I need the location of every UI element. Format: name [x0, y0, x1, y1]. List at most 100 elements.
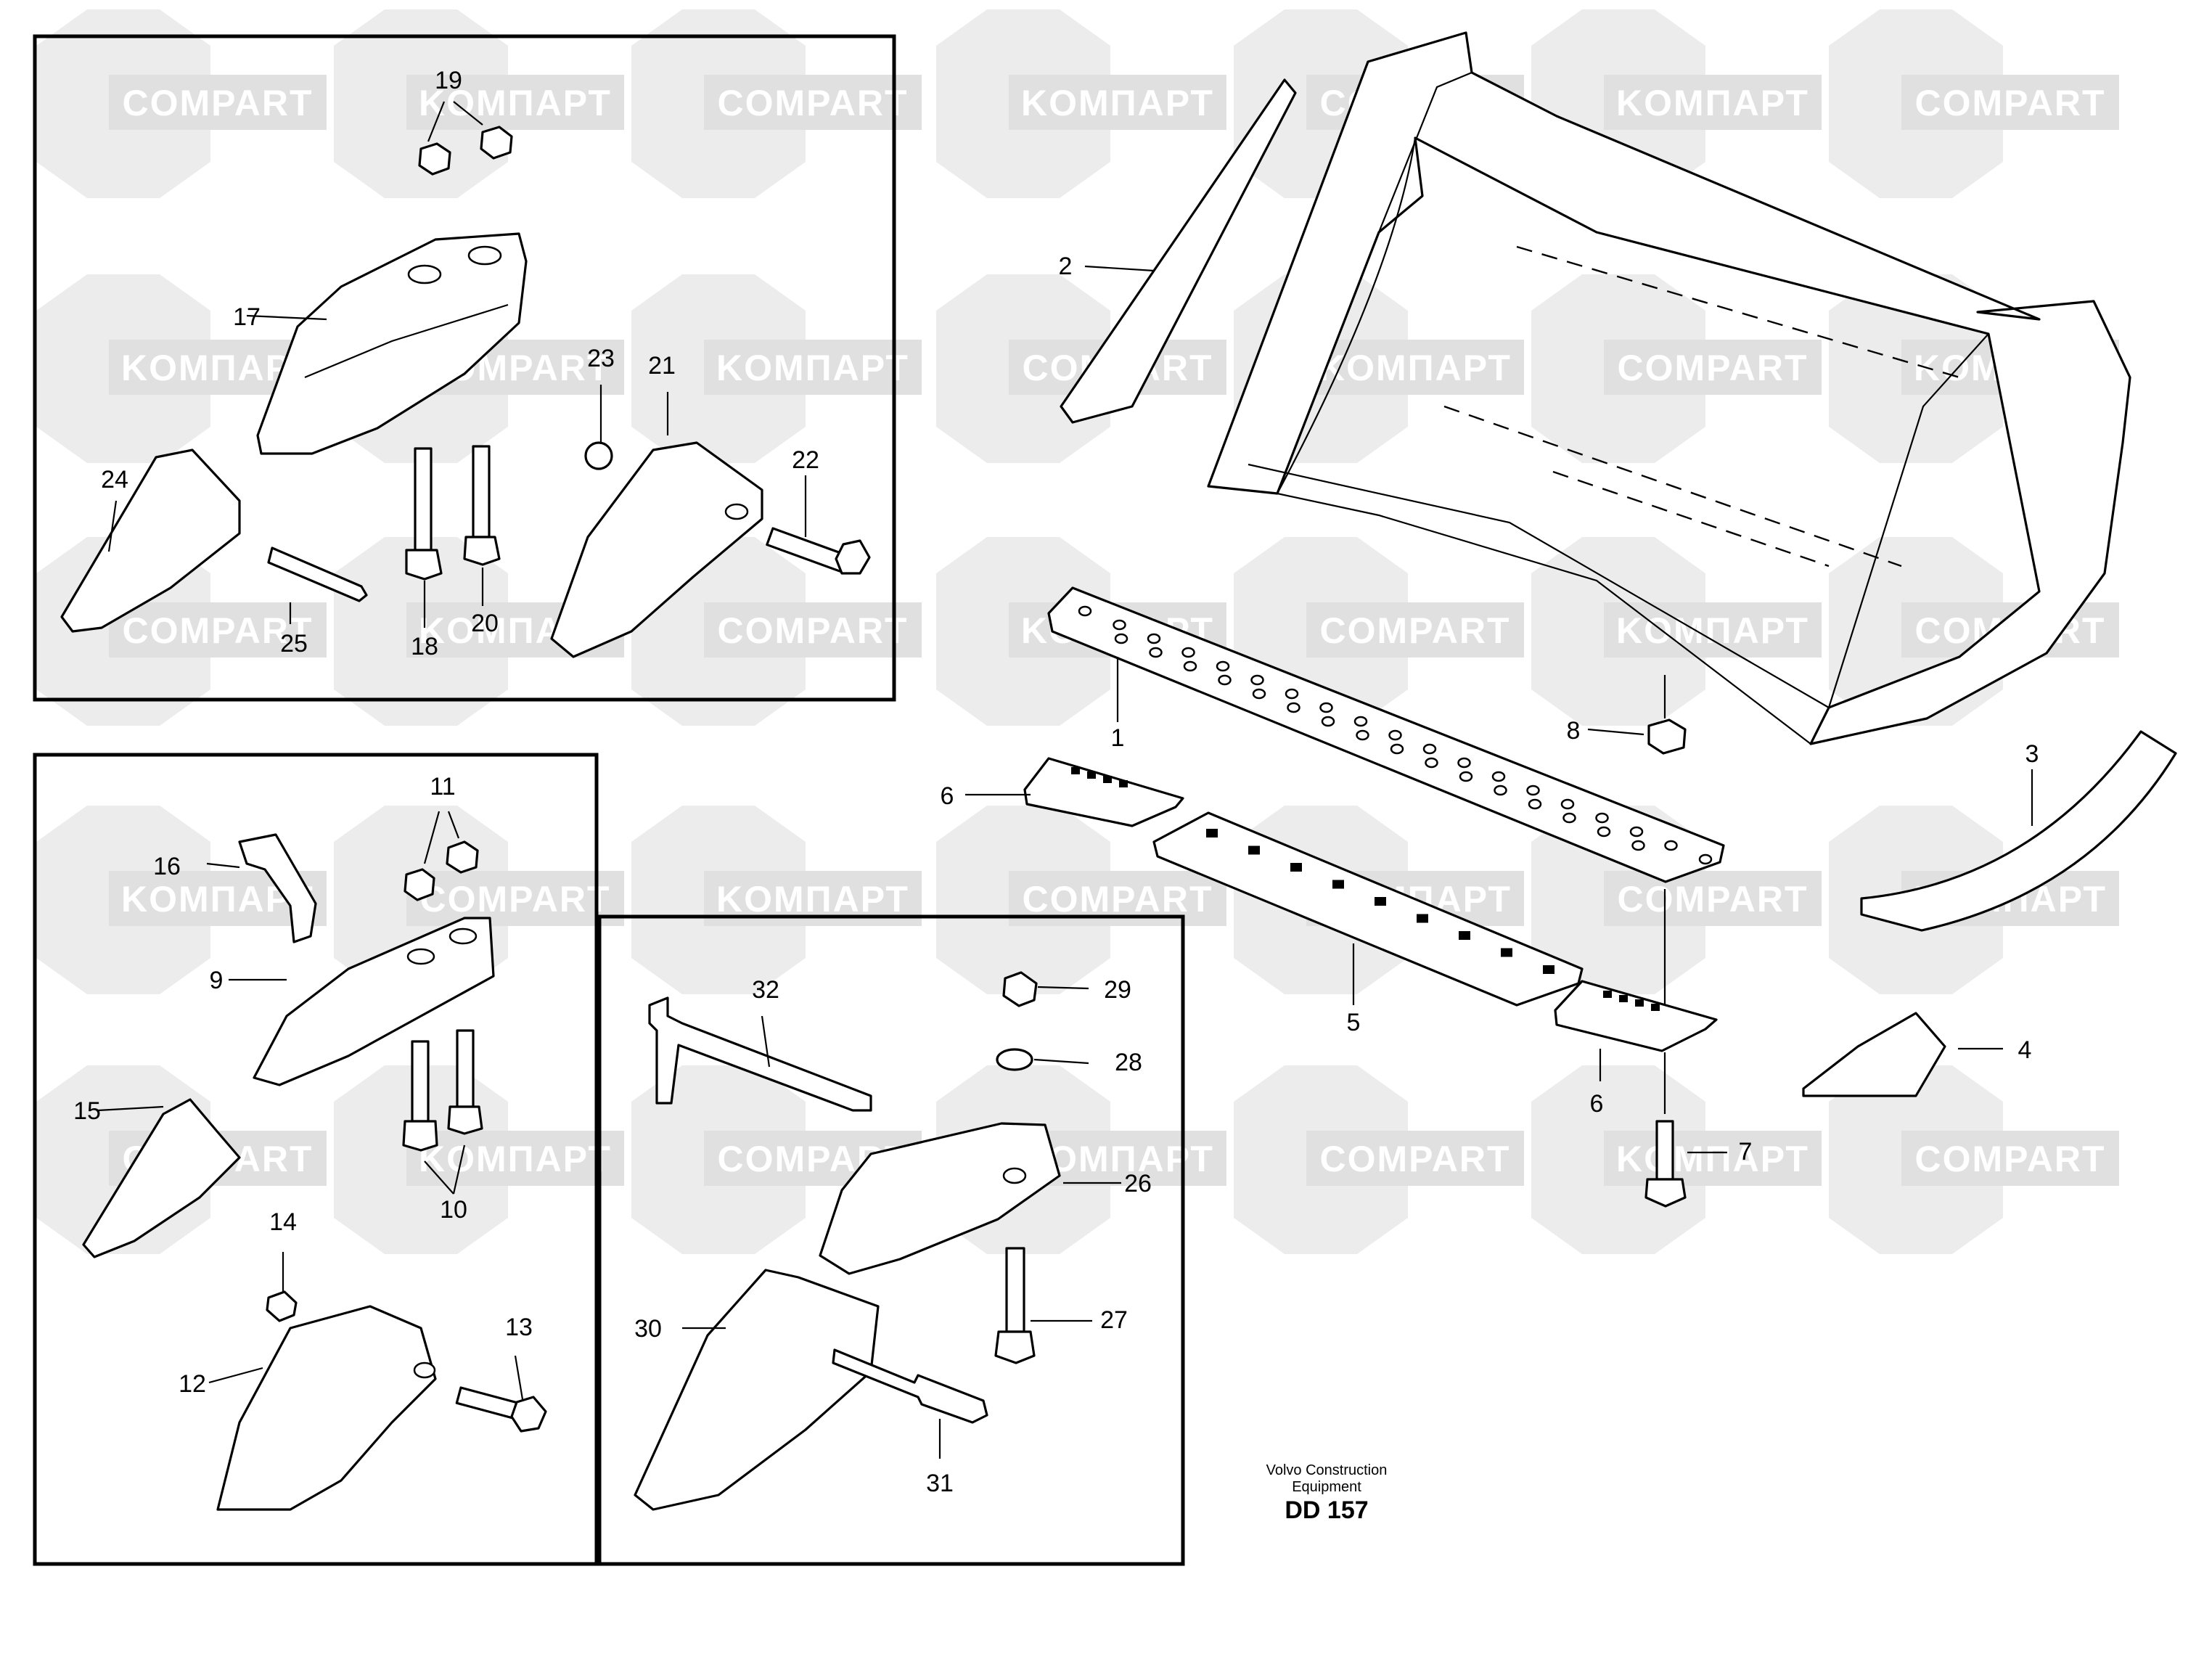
callout-25: 25 [280, 630, 308, 658]
callout-18: 18 [411, 633, 438, 660]
bolt-hole [1595, 812, 1609, 824]
callout-19: 19 [435, 67, 462, 94]
watermark: KOMПАРТ [334, 9, 624, 198]
bucket-body [1207, 31, 2131, 745]
callout-labels: 1 2 3 4 5 6 6 7 8 9 10 11 12 13 14 15 16… [73, 67, 2039, 1497]
watermark-text: KOMПАРТ [1021, 83, 1214, 123]
bolt-hole [1248, 845, 1260, 855]
bolt-hole [1664, 840, 1678, 851]
callout-15: 15 [73, 1097, 101, 1125]
callout-23: 23 [587, 345, 615, 372]
watermark-text: COMPART [1022, 879, 1213, 920]
bolt-hole [1252, 688, 1266, 700]
watermark-text: KOMПАРТ [1616, 610, 1809, 651]
bolt-hole [1425, 757, 1438, 769]
watermark: KOMПАРТ [1531, 537, 1822, 726]
bolt-hole [1494, 785, 1507, 796]
adapter-26 [819, 1122, 1061, 1275]
wear-strip [1860, 730, 2177, 932]
bolt-hole [1183, 660, 1197, 672]
bolt-hole [1087, 771, 1096, 779]
watermark: COMPART [1531, 274, 1822, 463]
bolt-hole [1149, 647, 1163, 658]
tool-32 [648, 996, 872, 1112]
watermark: KOMПАРТ [631, 806, 922, 994]
bolt-hole [1543, 965, 1554, 974]
callout-4: 4 [2018, 1036, 2032, 1064]
callout-16: 16 [153, 853, 181, 880]
callout-6-left: 6 [941, 782, 954, 810]
callout-17: 17 [233, 303, 261, 331]
watermark: KOMПАРТ [1531, 1065, 1822, 1254]
bolt-hole [1560, 798, 1575, 810]
edge-segment [1152, 811, 1584, 1007]
bolt-hole [1114, 633, 1128, 644]
bolt-hole [1285, 688, 1299, 700]
pin-31 [832, 1348, 988, 1424]
bolt-hole [1501, 948, 1512, 957]
watermark-text: COMPART [717, 610, 908, 651]
bucket-assembly [1023, 31, 2177, 1208]
bolt-hole [1597, 826, 1611, 838]
watermark-text: COMPART [122, 610, 313, 651]
bolt-hole [1319, 702, 1333, 713]
callout-1: 1 [1111, 724, 1125, 752]
watermark-text: KOMПАРТ [1616, 83, 1809, 123]
watermark: COMPART [631, 9, 922, 198]
maker-line-2: Equipment [1292, 1479, 1361, 1495]
bolt-hole [1526, 785, 1540, 796]
callout-14: 14 [269, 1208, 297, 1236]
callout-12: 12 [179, 1370, 206, 1398]
adapter-17 [256, 232, 528, 455]
bolt-hole [1218, 674, 1232, 686]
bolt-hole [1353, 716, 1368, 727]
bolt-hole [1631, 840, 1645, 851]
tooth-15 [82, 1098, 241, 1258]
bolt-hole [1491, 771, 1506, 782]
side-wear-plate [1060, 78, 1297, 424]
watermark-text: COMPART [1617, 879, 1808, 920]
bolt-hole [1619, 995, 1628, 1002]
callout-26: 26 [1124, 1170, 1152, 1197]
watermark-text: COMPART [122, 83, 313, 123]
bolt-hole [1216, 660, 1230, 672]
leader-lines [97, 101, 2033, 1459]
bolt-hole [1698, 853, 1713, 865]
watermark-text: COMPART [1914, 1139, 2105, 1179]
bolt-hole [1287, 702, 1300, 713]
bolt-hole [1119, 780, 1128, 787]
watermark-text: COMPART [1914, 83, 2105, 123]
bolt-hole [1459, 771, 1473, 782]
callout-9: 9 [210, 967, 224, 994]
tooth-system-c [634, 971, 1061, 1511]
cutting-edge [1047, 586, 1725, 883]
callout-31: 31 [926, 1470, 954, 1497]
watermark: KOMПАРТ [631, 274, 922, 463]
bolt-hole [1422, 743, 1437, 755]
callout-7: 7 [1739, 1138, 1753, 1166]
watermark: COMPART [1829, 9, 2119, 198]
bolt-hole [1417, 914, 1428, 923]
callout-29: 29 [1104, 976, 1131, 1004]
drawing-code: DD 157 [1285, 1496, 1368, 1524]
bolt-hole [1562, 812, 1576, 824]
retainer-16 [238, 833, 317, 943]
nut [1647, 718, 1687, 755]
callout-6-right: 6 [1590, 1090, 1604, 1118]
callout-27: 27 [1100, 1306, 1128, 1334]
bolt-shank [1655, 1120, 1674, 1181]
callout-13: 13 [505, 1314, 533, 1341]
bolt-hole [1651, 1004, 1660, 1011]
bolt-hole [1388, 729, 1402, 741]
watermark-text: COMPART [1319, 1139, 1510, 1179]
callout-21: 21 [648, 352, 676, 380]
bolt-hole [1103, 776, 1112, 783]
adapter-12 [216, 1305, 437, 1511]
watermark-text: COMPART [1319, 610, 1510, 651]
bolt-hole [1332, 880, 1344, 889]
callout-5: 5 [1347, 1009, 1361, 1036]
bolt-hole [1375, 897, 1386, 906]
inset-box-top-left [33, 34, 896, 702]
edge-segment-right [1554, 980, 1718, 1052]
watermark-text: KOMПАРТ [1616, 1139, 1809, 1179]
